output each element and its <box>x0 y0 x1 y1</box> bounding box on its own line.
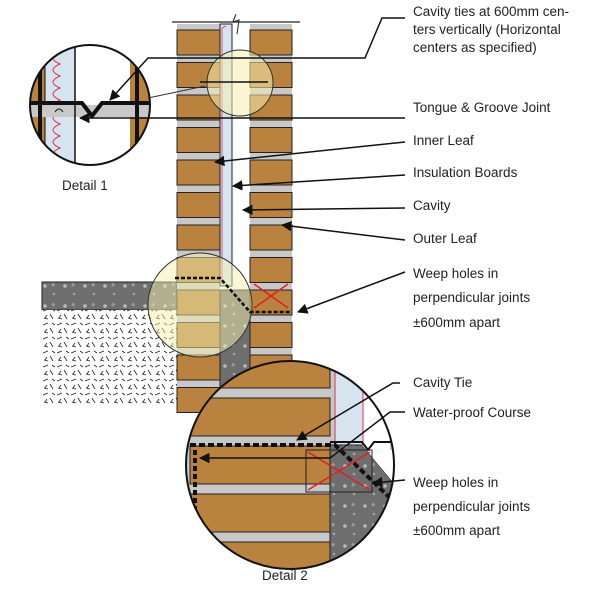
brick <box>249 159 293 186</box>
brick <box>176 29 221 56</box>
label-cavity-tie: Cavity Tie <box>413 375 472 390</box>
label-cavity-ties-1: Cavity ties at 600mm cen- <box>413 4 569 19</box>
insulation-board <box>334 364 364 446</box>
brick <box>189 445 331 485</box>
leader-lines <box>78 17 406 488</box>
dpc-line <box>175 276 292 314</box>
detail1-caption: Detail 1 <box>62 178 108 193</box>
label-weep-1a: Weep holes in <box>413 266 498 281</box>
brick <box>249 29 293 56</box>
brick <box>249 192 293 218</box>
brick <box>249 322 293 348</box>
brick <box>470 542 600 580</box>
label-weep-1b: perpendicular joints <box>413 290 530 305</box>
label-weep-2b: perpendicular joints <box>413 499 530 514</box>
brick <box>176 224 221 251</box>
brick <box>176 127 221 153</box>
label-weep-1c: ±600mm apart <box>413 315 500 330</box>
detail1-highlight <box>206 49 274 117</box>
label-cavity-ties-3: centers as specified) <box>413 40 537 55</box>
brick <box>470 350 600 388</box>
brick <box>176 354 221 381</box>
label-cavity-ties-2: ters vertically (Horizontal <box>413 22 561 37</box>
detail2-highlight <box>147 252 253 358</box>
break-mark-icon <box>232 13 240 35</box>
label-weep-2c: ±600mm apart <box>413 523 500 538</box>
detail2-caption: Detail 2 <box>262 568 308 583</box>
brick <box>249 257 293 283</box>
brick <box>189 397 331 437</box>
weep-hole-mark <box>253 283 289 309</box>
brick <box>176 192 221 218</box>
waterproof-course <box>190 443 394 569</box>
brick <box>189 493 331 533</box>
detail2-circle <box>185 350 600 580</box>
brick <box>249 127 293 153</box>
label-insulation: Insulation Boards <box>413 165 518 180</box>
brick <box>249 224 293 251</box>
brick <box>176 159 221 186</box>
weep-brick <box>305 449 373 493</box>
brick <box>189 541 331 569</box>
label-inner-leaf: Inner Leaf <box>413 133 474 148</box>
label-cavity: Cavity <box>413 198 451 213</box>
weep-cross <box>307 451 371 491</box>
label-weep-2a: Weep holes in <box>413 475 498 490</box>
label-outer-leaf: Outer Leaf <box>413 231 477 246</box>
label-waterproof-course: Water-proof Course <box>413 405 531 420</box>
label-tongue-groove: Tongue & Groove Joint <box>413 100 551 115</box>
